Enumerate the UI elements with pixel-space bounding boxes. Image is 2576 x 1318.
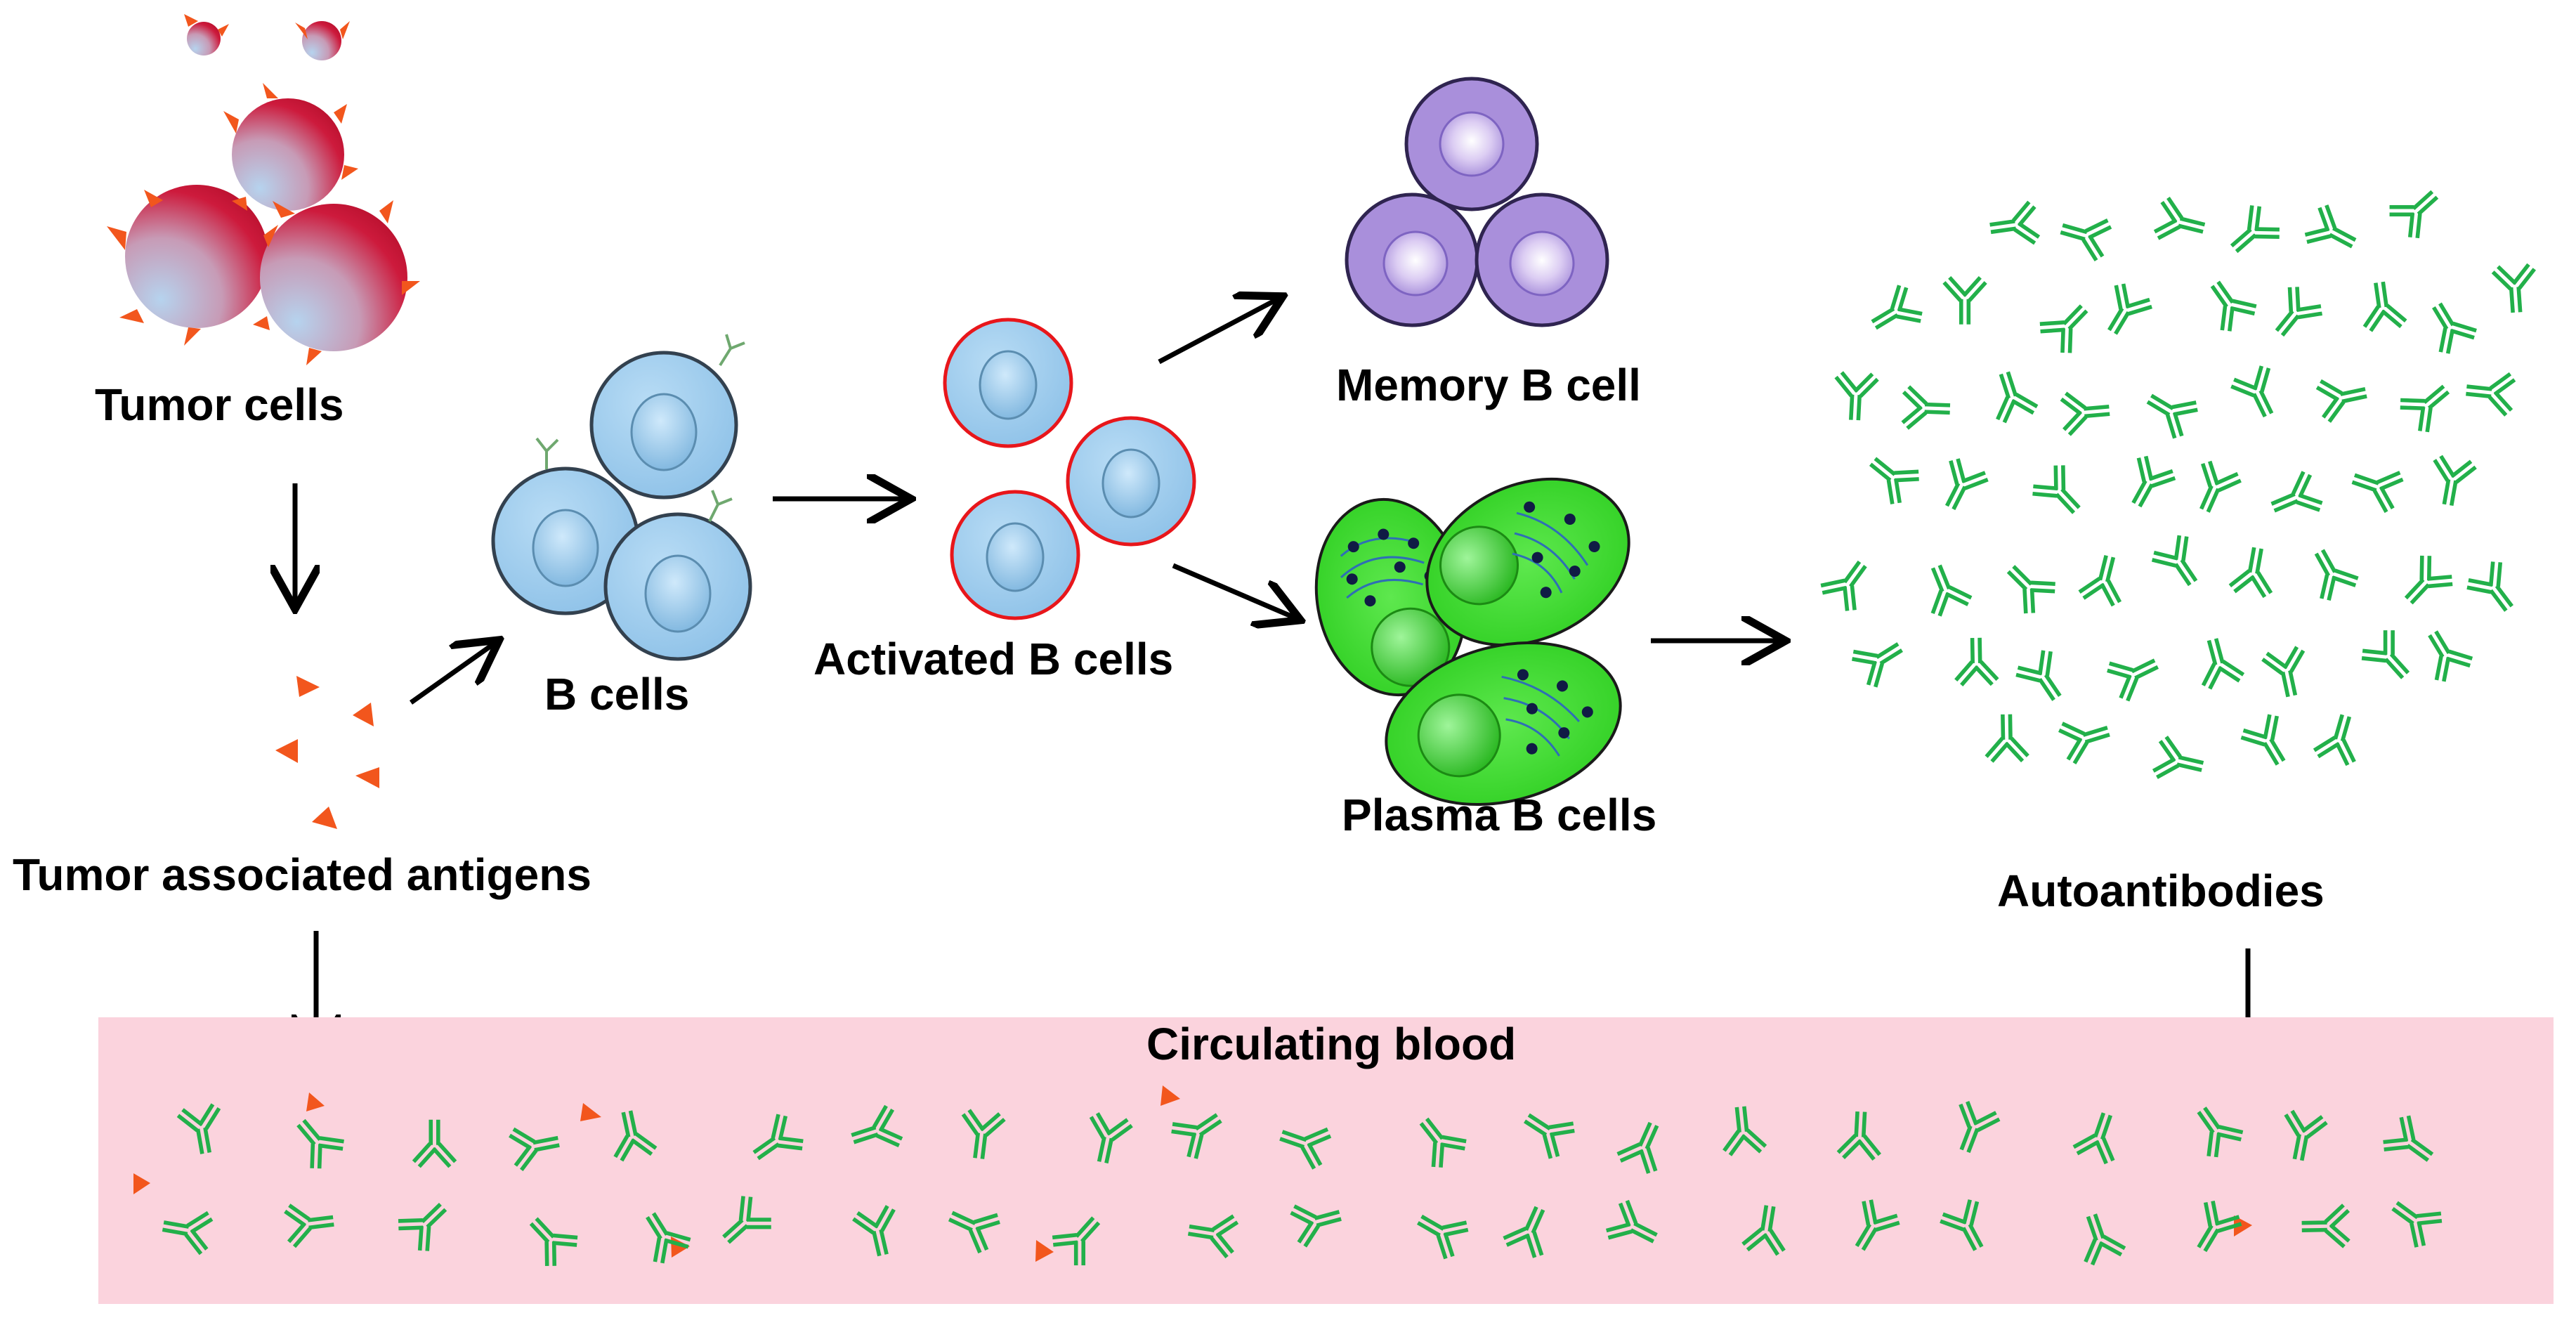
antibody-icon — [2151, 195, 2209, 250]
antibody-icon — [1983, 366, 2041, 426]
antibody-icon — [2310, 709, 2367, 769]
b-cells-label: B cells — [544, 669, 689, 719]
antibody-icon — [2138, 379, 2202, 443]
antibody-icon — [2059, 388, 2112, 437]
antibody-icon — [2301, 201, 2365, 263]
antibody-icon — [2150, 733, 2208, 788]
tumor-cells-group — [107, 14, 420, 365]
antibody-icon — [1816, 550, 1881, 616]
tumor-antigens-label: Tumor associated antigens — [13, 849, 591, 900]
antibody-icon — [2027, 459, 2093, 526]
arrow-icon — [1172, 563, 1296, 618]
antibody-icon — [2055, 207, 2114, 263]
antibody-icon — [2076, 551, 2132, 609]
antibody-icon — [2314, 370, 2371, 425]
antibody-icon — [2147, 530, 2211, 596]
activated-b-cells-label: Activated B cells — [813, 634, 1173, 684]
activated-b-cell-icon — [943, 318, 1196, 620]
autoantibody-cluster — [1816, 178, 2539, 788]
circulating-blood-band — [98, 1017, 2554, 1304]
tumor-cells-label: Tumor cells — [95, 379, 344, 430]
antibody-icon — [2237, 710, 2300, 774]
antigen-icon — [275, 676, 379, 829]
antibody-icon — [2356, 625, 2422, 691]
antibody-icon — [2357, 279, 2409, 334]
b-cell-icon — [491, 334, 752, 661]
memory-b-cell-icon — [1345, 77, 1609, 327]
antibody-icon — [2034, 292, 2100, 359]
antibody-icon — [2117, 451, 2180, 516]
antibody-icon — [1847, 628, 1912, 692]
antibody-icon — [2103, 644, 2166, 705]
memory-b-cell-label: Memory B cell — [1336, 360, 1641, 410]
plasma-b-cell-icon — [1314, 477, 1630, 807]
antibody-icon — [1901, 385, 1951, 431]
antibody-icon — [2055, 710, 2115, 767]
antibody-icon — [1862, 280, 1927, 344]
arrow-icon — [1158, 299, 1279, 365]
antibody-icon — [2184, 457, 2245, 520]
antibody-icon — [2262, 281, 2327, 347]
antibody-icon — [2227, 362, 2289, 425]
antibody-icon — [2197, 270, 2261, 337]
antibody-icon — [2461, 556, 2527, 622]
antibody-icon — [1915, 558, 1975, 620]
tumor-spikes — [107, 14, 420, 365]
antibody-icon — [1984, 714, 2030, 764]
antibody-icon — [1995, 553, 2061, 619]
antibody-icon — [2227, 544, 2280, 600]
antibody-icon — [2392, 550, 2458, 616]
autoantibodies-label: Autoantibodies — [1997, 866, 2325, 916]
antibody-icon — [2464, 367, 2517, 418]
antibody-icon — [2346, 457, 2407, 516]
antibody-icon — [2490, 262, 2539, 314]
antibody-icon — [2264, 468, 2327, 528]
antibody-icon — [2394, 372, 2461, 438]
antibody-icon — [1942, 276, 1987, 325]
circulating-blood-label: Circulating blood — [1146, 1019, 1516, 1069]
antibody-icon — [1832, 370, 1880, 422]
antibody-icon — [2417, 294, 2481, 358]
antibody-icon — [2426, 453, 2478, 509]
antibody-icon — [2219, 200, 2285, 266]
antibody-icon — [2413, 622, 2477, 686]
antibody-icon — [2190, 634, 2247, 692]
antibody-icon — [1954, 637, 1999, 687]
arrow-icon — [409, 643, 495, 705]
antibody-icon — [1987, 200, 2041, 251]
antibody-icon — [2259, 644, 2314, 701]
antibody-icon — [2384, 178, 2450, 244]
antibody-icon — [1930, 454, 1992, 518]
antibody-icon — [2093, 279, 2157, 344]
plasma-b-cells-label: Plasma B cells — [1342, 790, 1656, 840]
tumor-cell-icon — [125, 21, 407, 351]
antibody-icon — [2300, 541, 2362, 605]
antibody-icon — [2011, 645, 2076, 711]
antibody-icon — [1859, 444, 1925, 509]
